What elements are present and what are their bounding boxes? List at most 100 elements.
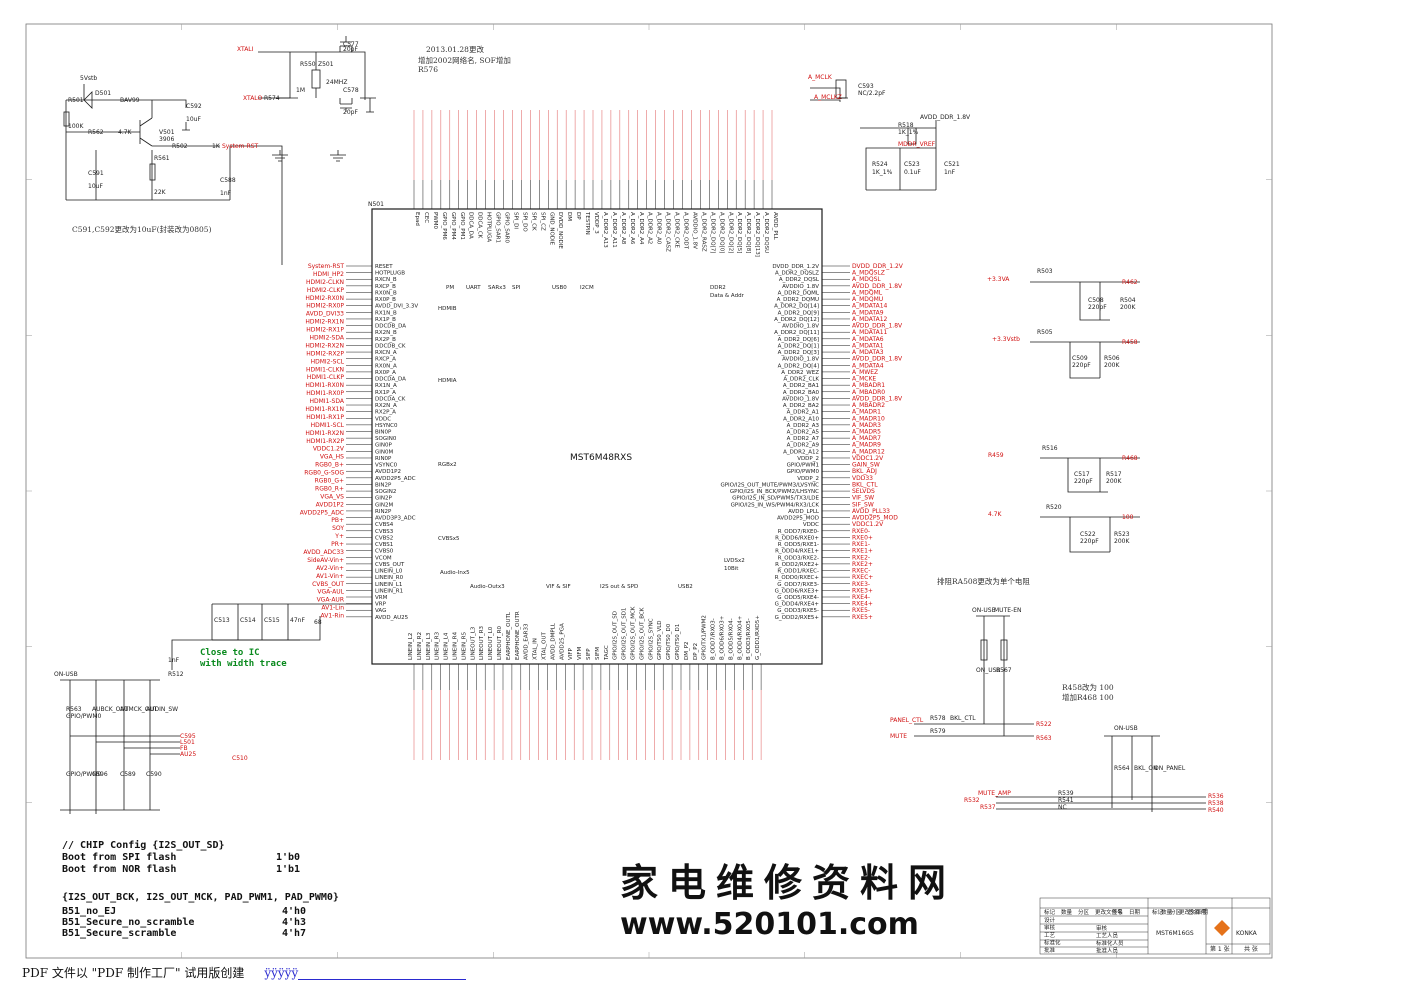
c592-val: 10uF — [186, 116, 201, 123]
pin-label: A_DDR2_A6 — [629, 212, 635, 245]
pin-label: A_DDR2_A12 — [783, 449, 819, 455]
pin-label: GPIO_SAR1 — [495, 212, 501, 243]
pin-label: HOTPLUGA — [486, 212, 492, 242]
amp-auoutl0-out: R458 — [1122, 339, 1138, 346]
config2-row-3-label: B51_Secure_scramble — [62, 928, 176, 939]
r506-val: 200K — [1104, 362, 1120, 369]
net-label: AVDD_ADC33 — [303, 549, 344, 556]
c509-ref: C509 — [1072, 355, 1088, 362]
pin-label: A_DDR2_CASZ — [665, 212, 671, 252]
pin-label: SPI_DI — [512, 212, 518, 229]
pin-label: LINEOUT_R0 — [497, 625, 503, 660]
c522-ref: C522 — [1080, 531, 1096, 538]
r561-ref: R561 — [154, 155, 170, 162]
pin-label: DDCDA_CK — [375, 396, 406, 402]
pin-label: A_DDR2_DQSU — [763, 212, 769, 253]
pin-label: A_DDR2_BA1 — [783, 383, 819, 389]
net-label: HDMI2-SCL — [311, 358, 345, 365]
net-label: RXE1- — [852, 541, 870, 548]
pin-label: GPIO/TS0_D0 — [666, 623, 672, 660]
net-label: RXE5- — [852, 607, 870, 614]
pin-label: AVDD3P3_ADC — [375, 516, 416, 522]
title-person: 标准化人员 — [1096, 939, 1124, 947]
mddr-vref-net: MDDR_VREF — [898, 141, 936, 148]
r-change-note-1: R458改为 100 — [1062, 682, 1114, 692]
pin-label: RXCP_A — [375, 357, 396, 363]
pin-label: A_DDR2_DQML — [778, 290, 820, 296]
pin-label: SPI_CZ — [539, 212, 545, 231]
net-label: HDMI2-SDA — [310, 334, 345, 341]
block-label: I2CM — [580, 285, 594, 291]
pin-label: A_DDR2_DQ[0] — [718, 212, 724, 253]
net-label: AVDD2P5_ADC — [300, 509, 344, 516]
pin-label: SPI_DO — [521, 212, 527, 232]
mute-amp-out: R540 — [1208, 807, 1224, 814]
r458-val: BKL_CTL — [950, 715, 976, 722]
pin-label: LINEIN_R0 — [375, 575, 404, 581]
pin-label: A_DDR2_DQMU — [777, 297, 819, 303]
pin-label: B_ODD5/RXO4- — [728, 618, 734, 660]
net-label: SELVDS — [852, 488, 875, 495]
c517-ref: C517 — [1074, 471, 1090, 478]
pin-label: BIN2P — [375, 482, 392, 488]
pin-label: A_DDR2_DQSLZ — [775, 271, 819, 277]
c522-val: 220pF — [1080, 538, 1099, 545]
pin-label: A_DDR2_CKE — [674, 212, 680, 249]
pin-label: G_ODD6/RXE3+ — [775, 588, 820, 594]
amp-auoutr0-in: +3.3VA — [987, 276, 1010, 283]
pin-label: XTAL_IN — [533, 638, 539, 660]
pin-label: A_DDR2_DQ[3] — [778, 350, 819, 356]
block-label: USB2 — [678, 584, 693, 590]
net-label: A_MBADR2 — [852, 402, 885, 409]
pin-label: SPI_CK — [530, 212, 536, 231]
pin-label: A_DDR2_BA0 — [783, 390, 820, 396]
pin-label: TAGC — [604, 645, 610, 661]
av-auoutl3-in: 4.7K — [988, 511, 1003, 518]
title-person: 审核 — [1096, 924, 1108, 932]
net-label: A_MDATA11 — [852, 329, 888, 336]
av-auoutl-out: 100 — [1122, 514, 1134, 521]
pin-label: A_DDR2_DQSL — [779, 277, 820, 283]
3v3a-label-1: ON-USB — [972, 607, 996, 614]
bkl-ctl-in: MUTE_AMP — [978, 790, 1011, 797]
pin-label: VSYNC0 — [375, 463, 398, 469]
r503-ref: R503 — [1037, 268, 1053, 275]
d501-ref: D501 — [95, 90, 111, 97]
pin-label: GPIO_PM6 — [441, 212, 447, 240]
block-label: RGBx2 — [438, 462, 457, 468]
pin-label: GIN2P — [375, 496, 392, 502]
title-cell: 更改文件号 — [1095, 908, 1123, 916]
net-label: HDMI1-CLKN — [306, 366, 344, 373]
net-label: HDMI2-RX2P — [306, 350, 344, 357]
pin-label: DVDD_DDR_1.2V — [772, 264, 819, 270]
net-label: VDD33 — [852, 475, 873, 482]
r550-ref: R550 — [300, 61, 316, 68]
audio-output-filters — [1030, 281, 1140, 553]
pin-label: R_ODD2/RXE2+ — [775, 562, 819, 568]
config-resistors — [60, 679, 180, 814]
amp-auoutl0-in: +3.3Vstb — [992, 336, 1020, 343]
title-cell: 日期 — [1197, 909, 1209, 916]
pin-label: LINEIN_R2 — [417, 632, 423, 660]
block-label: Audio-Inx5 — [440, 570, 470, 576]
c523-val: 0.1uF — [904, 169, 921, 176]
pin-label: A_DDR2_A4 — [638, 212, 644, 245]
pin-label: A_DDR2_WEZ — [781, 370, 819, 376]
net-label: HDMI2-CLKN — [306, 279, 344, 286]
pin-label: RIN0P — [375, 456, 392, 462]
pin-label: A_DDR2_DQ[8] — [745, 212, 751, 253]
pin-label: A_DDR2_DQ[2] — [727, 212, 733, 253]
r538-ref: C596 — [92, 771, 108, 778]
pin-label: RIN2P — [375, 509, 392, 515]
title-cell: 日期 — [1129, 909, 1141, 916]
block-label: I2S out & SPD — [600, 584, 638, 590]
pin-label: GPIO/TS0_VLD — [657, 620, 663, 660]
footer-link[interactable]: ÿÿÿÿÿ — [264, 966, 299, 980]
pin-label: SIFM — [595, 647, 601, 660]
net-label: A_MADR7 — [852, 435, 881, 442]
pin-label: GPIO/I2S_OUT_SD1 — [622, 608, 628, 660]
pin-label: TESTPIN — [584, 211, 590, 235]
net-label: HDMI1-RX2P — [306, 438, 344, 445]
